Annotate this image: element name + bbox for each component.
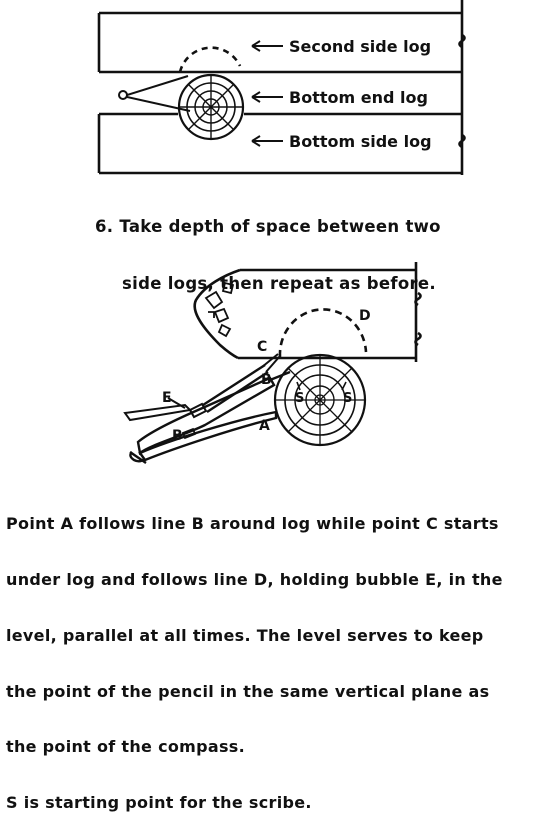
label-b-pencil: B	[261, 372, 272, 388]
step-6-caption: 6. Take depth of space between two side …	[95, 179, 441, 312]
label-s-right: S	[343, 391, 352, 406]
caption-line: the point of the compass.	[6, 737, 246, 757]
break-mark-upper	[458, 33, 466, 49]
end-log	[273, 353, 367, 447]
break-mark-lower	[458, 133, 466, 149]
label-bottom-end-log: Bottom end log	[289, 88, 428, 107]
caption-line: S is starting point for the scribe.	[6, 793, 312, 813]
bottom-end-log	[177, 73, 245, 141]
label-b-log: B	[172, 428, 183, 444]
top-diagram	[97, 0, 466, 175]
label-e: E	[162, 390, 172, 406]
level-e	[123, 397, 193, 422]
pencil-arm	[202, 353, 281, 414]
bottom-side-log	[97, 112, 462, 175]
notch-arc-dashed	[178, 46, 242, 73]
side-log	[193, 262, 422, 362]
label-second-side-log: Second side log	[289, 37, 431, 56]
label-d: D	[359, 308, 371, 324]
caption-line: under log and follows line D, holding bu…	[6, 569, 503, 589]
explanation-caption: Point A follows line B around log while …	[6, 478, 503, 831]
second-side-log	[97, 11, 462, 74]
compass	[118, 75, 191, 112]
caption-line: Point A follows line B around log while …	[6, 514, 499, 534]
label-bottom-side-log: Bottom side log	[289, 132, 432, 151]
line-d-arc	[278, 308, 368, 358]
scribe-compass	[129, 370, 291, 464]
caption-line: level, parallel at all times. The level …	[6, 625, 484, 645]
label-c: C	[257, 339, 267, 355]
step-6-caption-line1: 6. Take depth of space between two	[95, 217, 441, 236]
step-6-caption-line2: side logs, then repeat as before.	[122, 274, 436, 293]
label-a: A	[259, 418, 270, 434]
label-s-left: S	[295, 391, 304, 406]
caption-line: the point of the pencil in the same vert…	[6, 681, 490, 701]
scribing-diagrams: Second side log Bottom end log Bottom si…	[97, 0, 466, 464]
arrows-top	[251, 40, 283, 147]
bottom-diagram	[123, 262, 422, 464]
